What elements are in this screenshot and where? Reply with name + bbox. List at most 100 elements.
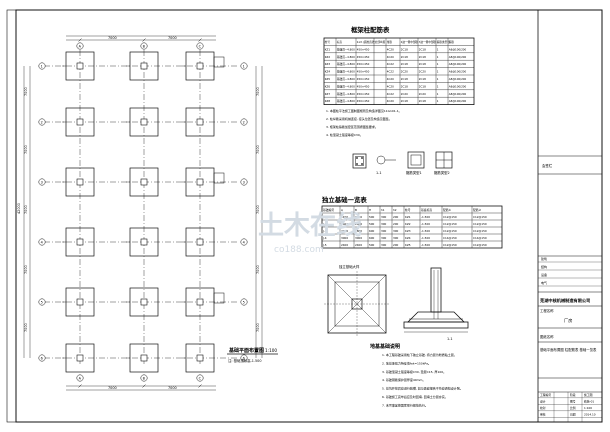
footing-table-cell: KZ4	[405, 236, 411, 240]
footing-table-cell: 2400	[355, 243, 362, 247]
dim-text: 7000	[256, 87, 260, 96]
dim-text: 7000	[256, 145, 260, 154]
column-note-line: 2. 柱纵筋采用机械连接, 接头位置及构造见图集。	[326, 116, 392, 121]
footing-table-cell: 300	[381, 215, 387, 219]
project-name: 厂房	[564, 317, 572, 324]
column-table-cell: 2C18	[419, 99, 426, 103]
stirrup-type-1-sketch	[407, 151, 425, 169]
footing-table-cell: 2600	[341, 222, 348, 226]
footing-table-header: h1	[381, 208, 385, 212]
column-table-cell: 2C20	[419, 92, 426, 96]
footing-table-header: 基底标高	[421, 208, 432, 212]
column-table-cell: 2C20	[401, 70, 408, 74]
axis-bubble	[38, 298, 46, 306]
column-square	[76, 62, 84, 70]
dim-text: 7000	[168, 36, 177, 40]
column-table-cell: 基础顶~4.800	[337, 47, 355, 51]
column-table-cell: 4C20	[387, 77, 394, 81]
foundation-note-line: 3. 基础混凝土强度等级C30, 垫层C15, 厚100。	[382, 369, 446, 374]
column-table-cell: A8@100/200	[449, 62, 467, 66]
dim-text: 7000	[168, 386, 177, 390]
title-block-cell: 校对	[540, 406, 546, 410]
column-table-cell: KZ5	[325, 77, 331, 81]
foundation-note-line: 2. 地基承载力特征值fak=150kPa。	[382, 360, 431, 365]
column-notes: 1. 本图柱平法施工图制图规则及构造详图见11G101-1。2. 柱纵筋采用机械…	[326, 108, 402, 137]
column-square	[140, 238, 148, 246]
dim-text: 7000	[24, 323, 28, 332]
axis-label: 1	[243, 64, 245, 68]
column-table-cell: 2C18	[419, 84, 426, 88]
column-table-cell: A8@100/200	[449, 99, 467, 103]
dim-text: 7000	[24, 145, 28, 154]
footing-table-cell: 200	[393, 215, 399, 219]
column-table-cell: 4C20	[387, 47, 394, 51]
dim-text: 7000	[256, 265, 260, 274]
axis-label: 2	[243, 120, 245, 124]
axis-bubble	[240, 354, 248, 362]
column-square	[196, 298, 204, 306]
watermark: 土木在线	[258, 211, 362, 241]
column-table-cell: 2C18	[401, 99, 408, 103]
title-block	[537, 10, 602, 422]
footing-table-cell: C12@150	[473, 243, 487, 247]
column-table-cell: A8@100/200	[449, 55, 467, 59]
title-block-cell: 日期	[570, 413, 576, 417]
footing-detail-section	[403, 267, 469, 333]
axis-bubble	[240, 298, 248, 306]
axis-label: 2	[41, 120, 43, 124]
footing-table-cell: 300	[381, 243, 387, 247]
column-table-header: 角筋	[387, 40, 393, 44]
column-table-cell: 基础顶~4.800	[337, 55, 355, 59]
title-block-cell: 1:100	[584, 406, 592, 410]
axis-bubble	[76, 374, 84, 382]
column-table-cell: 2C18	[401, 62, 408, 66]
footing-table-header: A	[341, 208, 343, 212]
dim-tick	[142, 38, 146, 42]
axis-label: C	[199, 376, 202, 380]
axis-bubble	[240, 178, 248, 186]
column-table-cell: 2C18	[401, 47, 408, 51]
column-table-cell: A8@100/200	[449, 77, 467, 81]
title-block-cell: 结施-01	[584, 400, 594, 404]
axis-label: 5	[41, 300, 43, 304]
axis-label: C	[199, 44, 202, 48]
footing-table-header: 配筋①	[443, 208, 452, 212]
footing-table-cell: 300	[393, 236, 399, 240]
title-block-cell: 设计	[540, 400, 546, 404]
column-table-cell: 4C20	[387, 99, 394, 103]
column-square	[76, 178, 84, 186]
column-table-header: 箍筋	[449, 40, 455, 44]
project-label: 工程名称	[540, 308, 554, 313]
column-table-cell: 2C18	[419, 55, 426, 59]
axis-bubble	[38, 118, 46, 126]
axis-bubble	[240, 118, 248, 126]
column-schedule-table: 柱号KZ1KZ2KZ3KZ4KZ5KZ6KZ7KZ8标高基础顶~4.800基础顶…	[323, 37, 475, 105]
footing-table-cell: 2800	[355, 229, 362, 233]
column-square	[196, 118, 204, 126]
section-label-1: 1-1	[376, 171, 382, 175]
stirrup-type-2-sketch	[435, 151, 453, 169]
axis-label: 6	[41, 356, 43, 360]
axis-bubble	[140, 374, 148, 382]
binding-margin	[6, 9, 17, 423]
watermark-sub: co188.com	[274, 245, 324, 255]
footing-table-cell: C12@150	[473, 229, 487, 233]
footing-table-header: h2	[393, 208, 397, 212]
foundation-notes: 1. 本工程基础采用柱下独立基础, 持力层为粉质粘土层。2. 地基承载力特征值f…	[382, 352, 463, 407]
section-label-3: 箍筋类型2	[434, 170, 450, 175]
footing-tag-box	[213, 172, 225, 184]
footing-table-cell: 200	[393, 243, 399, 247]
footing-table-cell: 300	[381, 229, 387, 233]
footing-tag-box	[213, 56, 225, 68]
column-table-cell: KZ6	[325, 84, 331, 88]
axis-bubble	[240, 238, 248, 246]
footing-table-cell: J-2	[322, 222, 327, 226]
column-table-cell: 1	[437, 99, 439, 103]
footing-table-cell: 3000	[355, 236, 362, 240]
signoff-row-label: 建筑	[541, 256, 547, 261]
axis-bubble	[140, 42, 148, 50]
